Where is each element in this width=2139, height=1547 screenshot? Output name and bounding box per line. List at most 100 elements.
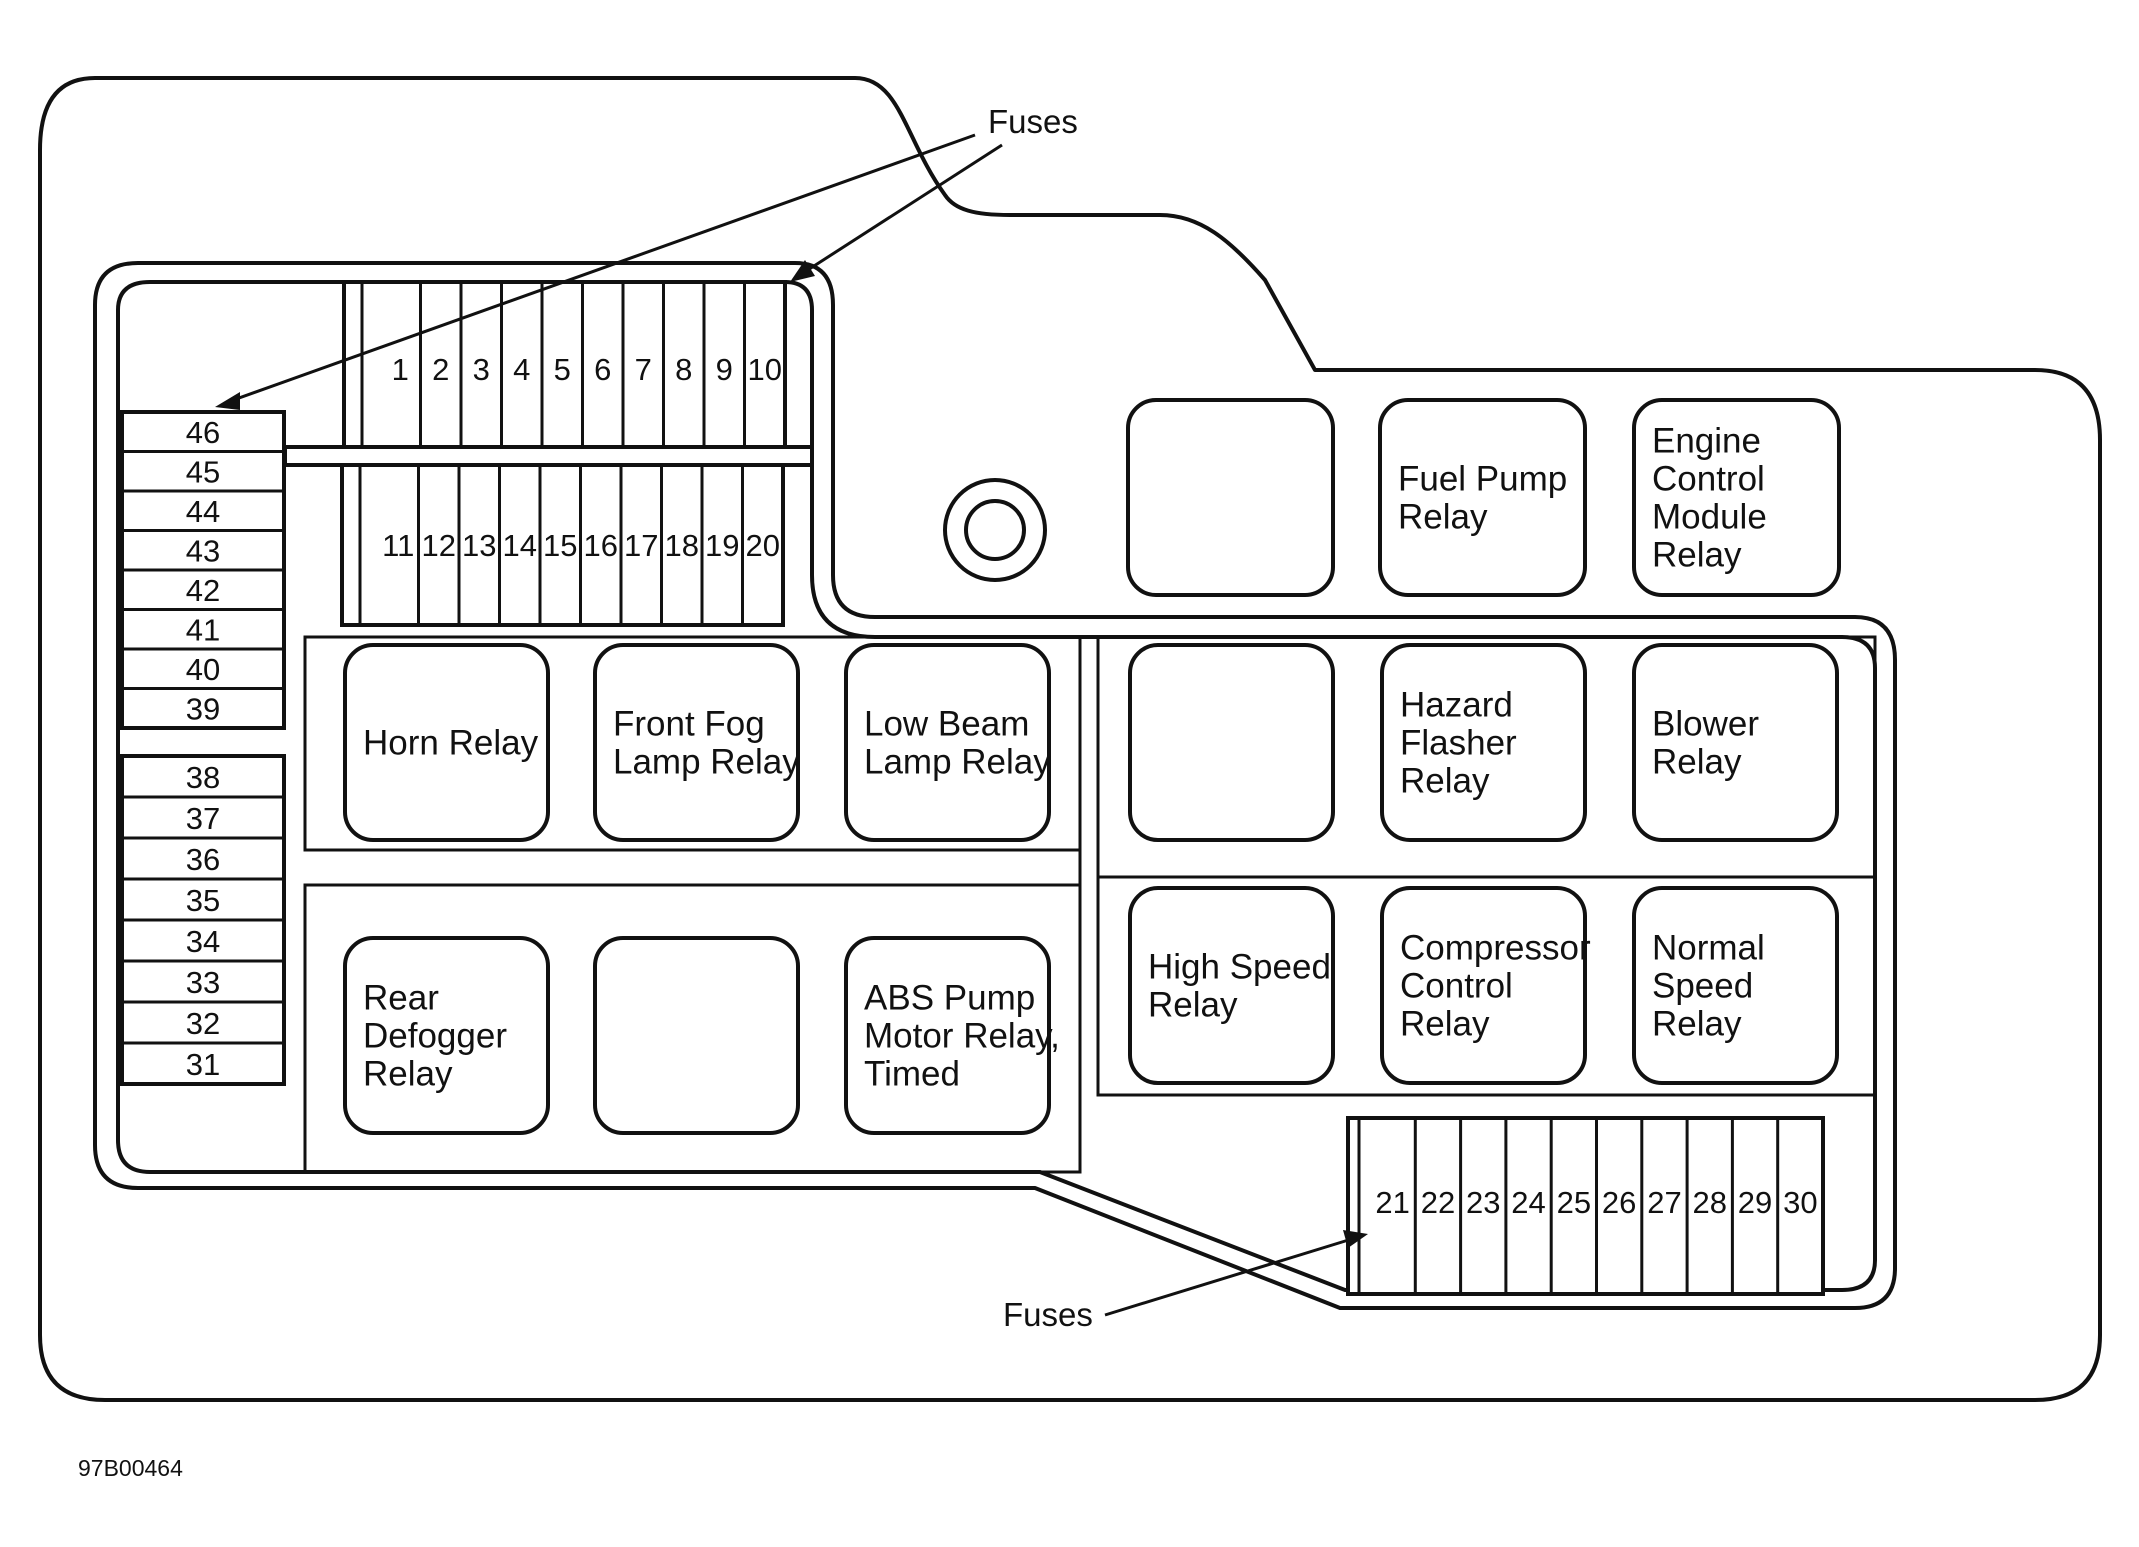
relay-normal-speed-line-3: Relay [1652, 1005, 1742, 1044]
fuse-30-label: 30 [1783, 1185, 1817, 1220]
relay-hazard-line-1: Hazard [1400, 686, 1513, 725]
fuse-37-label: 37 [186, 801, 220, 836]
fuse-25-label: 25 [1557, 1185, 1591, 1220]
compartment-dividers [303, 635, 1877, 1174]
fuse-23-label: 23 [1466, 1185, 1500, 1220]
relay-right-mid-blank [1128, 643, 1335, 842]
relay-front-fog-line-1: Front Fog [613, 705, 765, 744]
callout-bottom-fuses: Fuses [1003, 1230, 1368, 1333]
relay-hazard-line-3: Relay [1400, 762, 1490, 801]
inner-panel-outer-outline [93, 261, 1897, 1310]
fuse-42-label: 42 [186, 573, 220, 608]
fuse-36-label: 36 [186, 842, 220, 877]
relay-rear-defogger-line-2: Defogger [363, 1017, 507, 1056]
fuse-16-label: 16 [584, 528, 618, 563]
fuse-46-label: 46 [186, 415, 220, 450]
relay-horn-line-1: Horn Relay [363, 724, 539, 763]
fuse-41-label: 41 [186, 612, 220, 647]
housing-outline [38, 76, 2102, 1402]
relay-engine-control-line-4: Relay [1652, 536, 1742, 575]
fuse-9-label: 9 [716, 352, 733, 387]
fuse-32-label: 32 [186, 1006, 220, 1041]
fuse-15-label: 15 [543, 528, 577, 563]
fuse-39-label: 39 [186, 691, 220, 726]
fuse-44-label: 44 [186, 494, 220, 529]
fuse-2-label: 2 [432, 352, 449, 387]
relay-high-speed-line-1: High Speed [1148, 948, 1331, 987]
relay-front-fog-line-2: Lamp Relay [613, 743, 800, 782]
relay-rear-defogger-line-1: Rear [363, 979, 439, 1018]
fuse-8-label: 8 [675, 352, 692, 387]
fuse-18-label: 18 [665, 528, 699, 563]
relay-engine-control-line-1: Engine [1652, 422, 1761, 461]
mounting-post [943, 478, 1047, 582]
relay-normal-speed-line-1: Normal [1652, 929, 1765, 968]
relay-compressor-line-1: Compressor [1400, 929, 1591, 968]
fuse-28-label: 28 [1693, 1185, 1727, 1220]
relay-engine-control-line-3: Module [1652, 498, 1767, 537]
relay-low-beam-line-1: Low Beam [864, 705, 1029, 744]
relay-fuel-pump-line-2: Relay [1398, 498, 1488, 537]
fuse-27-label: 27 [1647, 1185, 1681, 1220]
fuse-43-label: 43 [186, 533, 220, 568]
relay-engine-control-line-2: Control [1652, 460, 1765, 499]
figure-code: 97B00464 [78, 1455, 183, 1481]
fuse-7-label: 7 [635, 352, 652, 387]
relay-top-right-blank [1126, 398, 1335, 597]
fuse-14-label: 14 [503, 528, 537, 563]
fuse-31-label: 31 [186, 1047, 220, 1082]
relay-abs-pump-line-2: Motor Relay, [864, 1017, 1060, 1056]
fuse-40-label: 40 [186, 652, 220, 687]
fuse-10-label: 10 [748, 352, 782, 387]
relay-compressor-line-2: Control [1400, 967, 1513, 1006]
relay-compressor-line-3: Relay [1400, 1005, 1490, 1044]
fuse-17-label: 17 [624, 528, 658, 563]
fuse-12-label: 12 [422, 528, 456, 563]
fuse-20-label: 20 [746, 528, 780, 563]
fuse-24-label: 24 [1511, 1185, 1545, 1220]
relay-fuel-pump-line-1: Fuel Pump [1398, 460, 1567, 499]
fuse-26-label: 26 [1602, 1185, 1636, 1220]
fuse-22-label: 22 [1421, 1185, 1455, 1220]
fuse-6-label: 6 [594, 352, 611, 387]
fuse-33-label: 33 [186, 965, 220, 1000]
fuse-35-label: 35 [186, 883, 220, 918]
fuse-13-label: 13 [462, 528, 496, 563]
fuse-21-label: 21 [1375, 1185, 1409, 1220]
fuse-3-label: 3 [473, 352, 490, 387]
fuse-11-label: 11 [382, 528, 414, 563]
relay-low-beam-line-2: Lamp Relay [864, 743, 1051, 782]
fuse-19-label: 19 [705, 528, 739, 563]
callout-bottom-fuses-label: Fuses [1003, 1296, 1093, 1333]
relay-blower-line-2: Relay [1652, 743, 1742, 782]
fuse-34-label: 34 [186, 924, 220, 959]
relay-high-speed-line-2: Relay [1148, 986, 1238, 1025]
fuse-5-label: 5 [554, 352, 571, 387]
fuse-block-bottom: 21 22 23 24 25 26 27 28 29 30 [1346, 1116, 1825, 1296]
relay-horn: Horn Relay [343, 643, 550, 842]
relay-left-bottom-blank [593, 936, 800, 1135]
relays: Fuel PumpRelayEngineControlModuleRelayHo… [343, 398, 1841, 1135]
relay-normal-speed-line-2: Speed [1652, 967, 1753, 1006]
relay-blower-line-1: Blower [1652, 705, 1759, 744]
fuse-29-label: 29 [1738, 1185, 1772, 1220]
fuse-1-label: 1 [392, 352, 409, 387]
relay-hazard-line-2: Flasher [1400, 724, 1517, 763]
callout-top-fuses: Fuses [215, 103, 1078, 410]
relay-rear-defogger-line-3: Relay [363, 1055, 453, 1094]
